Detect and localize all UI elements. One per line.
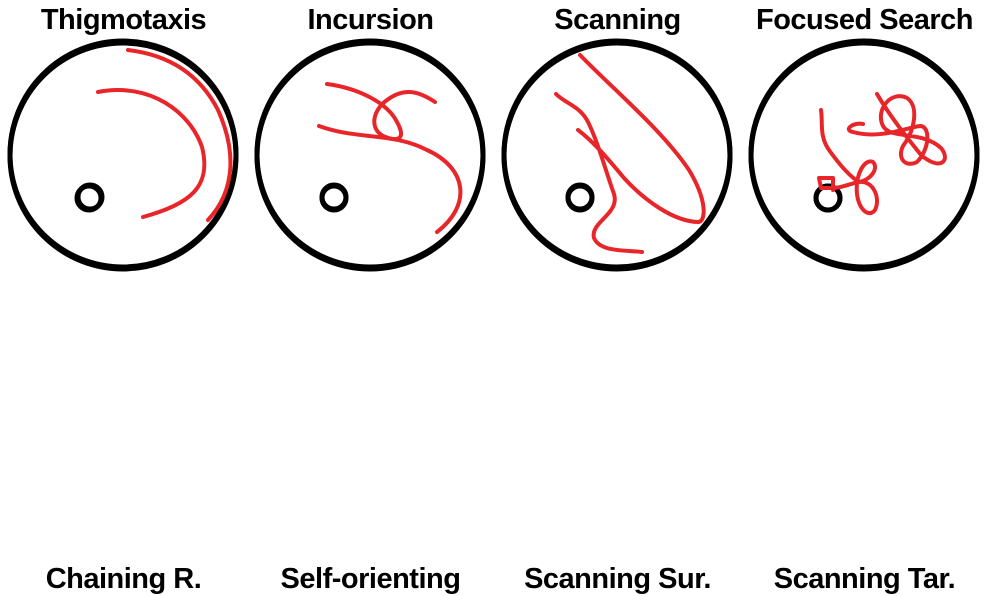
arena-diagram xyxy=(254,40,486,272)
arena-diagram xyxy=(748,40,980,272)
panel-label: Scanning Sur. xyxy=(524,563,711,595)
pool-boundary xyxy=(254,40,486,272)
swim-path xyxy=(554,92,644,254)
panel-label: Self-orienting xyxy=(280,563,461,595)
panel-scanning-target: Scanning Tar. xyxy=(741,40,988,595)
swim-path xyxy=(96,88,207,219)
pool-boundary xyxy=(7,40,239,272)
panel-label: Incursion xyxy=(307,4,434,36)
panel-self-orienting: Self-orienting xyxy=(247,40,494,595)
platform-marker xyxy=(75,182,105,212)
arena-diagram xyxy=(7,40,239,272)
panel-label: Chaining R. xyxy=(45,563,202,595)
pool-boundary xyxy=(501,40,733,272)
swim-path xyxy=(325,82,437,141)
swim-path xyxy=(817,108,879,216)
swim-path xyxy=(317,124,463,234)
panel-label: Focused Search xyxy=(755,4,974,36)
platform-marker xyxy=(319,182,349,212)
panel-label: Scanning Tar. xyxy=(773,563,956,595)
panel-chaining: Chaining R. xyxy=(0,40,247,595)
swim-path xyxy=(576,53,706,224)
platform-marker xyxy=(565,182,595,212)
panel-label: Thigmotaxis xyxy=(40,4,207,36)
swim-path xyxy=(126,48,233,222)
panel-label: Scanning xyxy=(554,4,681,36)
swim-path xyxy=(846,92,947,166)
arena-diagram xyxy=(501,40,733,272)
panel-scanning-surroundings: Scanning Sur. xyxy=(494,40,741,595)
pool-boundary xyxy=(748,40,980,272)
